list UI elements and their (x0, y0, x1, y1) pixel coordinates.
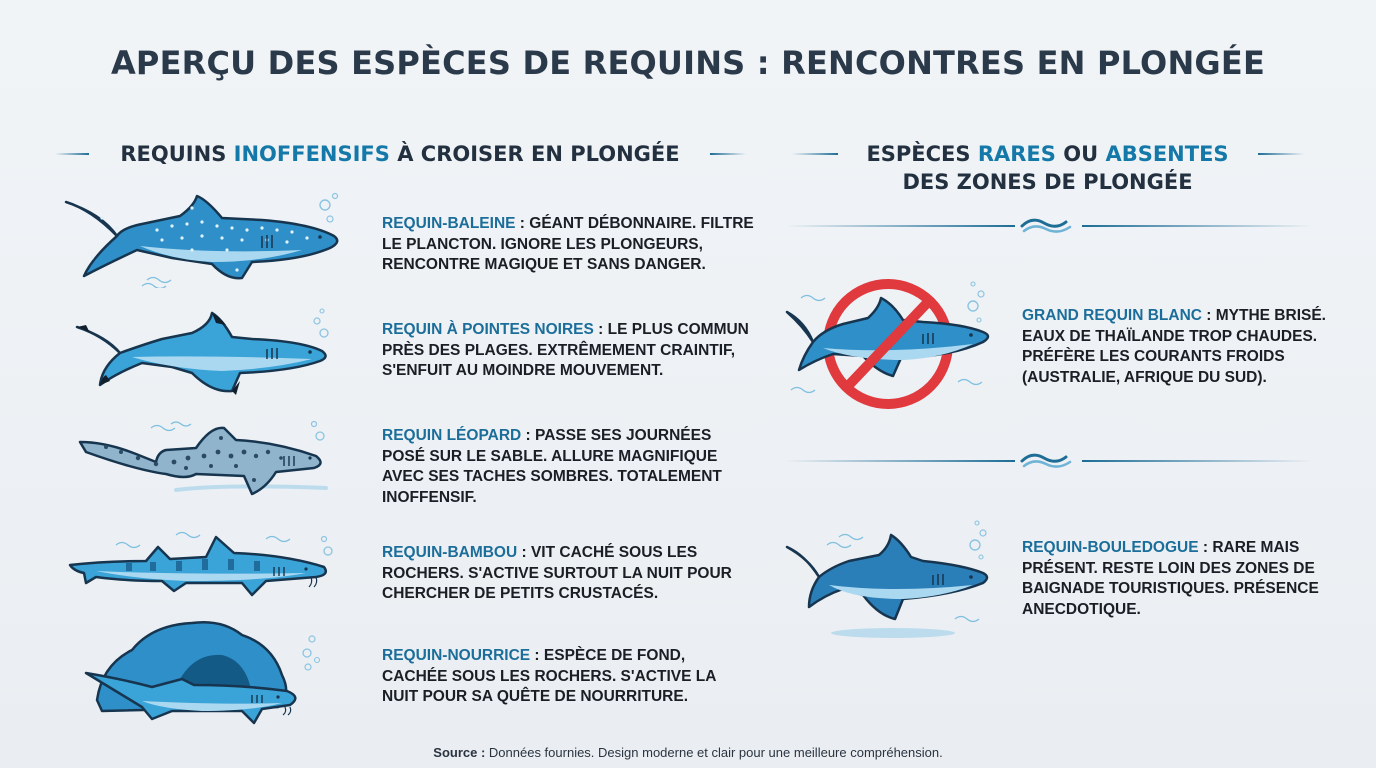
separator: : (593, 321, 608, 338)
heading-text: REQUINS (120, 142, 234, 166)
blacktip-shark-icon (75, 308, 329, 395)
left-section-heading: REQUINS INOFFENSIFS À CROISER EN PLONGÉE (98, 140, 702, 168)
heading-text: ESPÈCES (866, 142, 978, 166)
divider-line-left (785, 460, 1015, 462)
species-entry-bull-shark: REQUIN-BOULEDOGUE : RARE MAIS PRÉSENT. R… (1022, 538, 1322, 620)
species-name: REQUIN-BALEINE (382, 215, 516, 232)
source-label: Source : (433, 745, 486, 760)
heading-rule-right (710, 153, 746, 155)
species-entry-whale-shark: REQUIN-BALEINE : GÉANT DÉBONNAIRE. FILTR… (382, 214, 762, 276)
species-description: PASSE SES JOURNÉES POSÉ SUR LE SABLE. AL… (382, 427, 722, 506)
species-name: REQUIN À POINTES NOIRES (382, 321, 594, 338)
species-description: VIT CACHÉ SOUS LES ROCHERS. S'ACTIVE SUR… (382, 544, 732, 602)
great-white-prohibited-icon (785, 279, 990, 409)
species-name: REQUIN-NOURRICE (382, 647, 531, 664)
divider-line-left (785, 225, 1015, 227)
leopard-shark-icon (78, 420, 328, 496)
divider-line-right (1082, 460, 1312, 462)
page-title: APERÇU DES ESPÈCES DE REQUINS : RENCONTR… (110, 44, 1266, 82)
heading-accent: INOFFENSIFS (233, 142, 390, 166)
heading-rule-right (1258, 153, 1304, 155)
nurse-shark-icon (84, 621, 321, 725)
species-entry-great-white: GRAND REQUIN BLANC : MYTHE BRISÉ. EAUX D… (1022, 306, 1332, 388)
species-entry-leopard: REQUIN LÉOPARD : PASSE SES JOURNÉES POSÉ… (382, 426, 732, 508)
species-name: REQUIN-BOULEDOGUE (1022, 539, 1199, 556)
species-entry-blacktip: REQUIN À POINTES NOIRES : LE PLUS COMMUN… (382, 320, 762, 382)
heading-text: OU (1055, 142, 1106, 166)
species-name: REQUIN-BAMBOU (382, 544, 518, 561)
species-description: GÉANT DÉBONNAIRE. FILTRE LE PLANCTON. IG… (382, 215, 754, 273)
species-entry-nurse: REQUIN-NOURRICE : ESPÈCE DE FOND, CACHÉE… (382, 646, 722, 708)
species-name: REQUIN LÉOPARD (382, 427, 522, 444)
species-description: RARE MAIS PRÉSENT. RESTE LOIN DES ZONES … (1022, 539, 1319, 618)
heading-accent: RARES (977, 142, 1056, 166)
separator: : (1198, 539, 1213, 556)
species-description: MYTHE BRISÉ. EAUX DE THAÏLANDE TROP CHAU… (1022, 307, 1326, 386)
heading-text: À CROISER EN PLONGÉE (389, 142, 680, 166)
species-entry-bamboo: REQUIN-BAMBOU : VIT CACHÉ SOUS LES ROCHE… (382, 543, 742, 605)
whale-shark-icon (64, 192, 339, 288)
bamboo-shark-icon (68, 531, 333, 597)
species-description: LE PLUS COMMUN PRÈS DES PLAGES. EXTRÊMEM… (382, 321, 749, 379)
right-section-heading: ESPÈCES RARES OU ABSENTES DES ZONES DE P… (845, 140, 1250, 196)
separator: : (521, 427, 536, 444)
source-footer: Source : Données fournies. Design modern… (0, 745, 1376, 760)
separator: : (1201, 307, 1216, 324)
bull-shark-icon (785, 520, 989, 638)
separator: : (515, 215, 530, 232)
separator: : (530, 647, 544, 664)
heading-line2: DES ZONES DE PLONGÉE (902, 170, 1193, 194)
source-text: Données fournies. Design moderne et clai… (485, 745, 943, 760)
wave-divider-icon (1020, 453, 1072, 468)
heading-rule-left (792, 153, 838, 155)
separator: : (517, 544, 531, 561)
species-description: ESPÈCE DE FOND, CACHÉE SOUS LES ROCHERS.… (382, 647, 716, 705)
wave-divider-icon (1020, 218, 1072, 233)
heading-accent: ABSENTES (1105, 142, 1229, 166)
heading-rule-left (55, 153, 89, 155)
divider-line-right (1082, 225, 1312, 227)
species-name: GRAND REQUIN BLANC (1022, 307, 1202, 324)
